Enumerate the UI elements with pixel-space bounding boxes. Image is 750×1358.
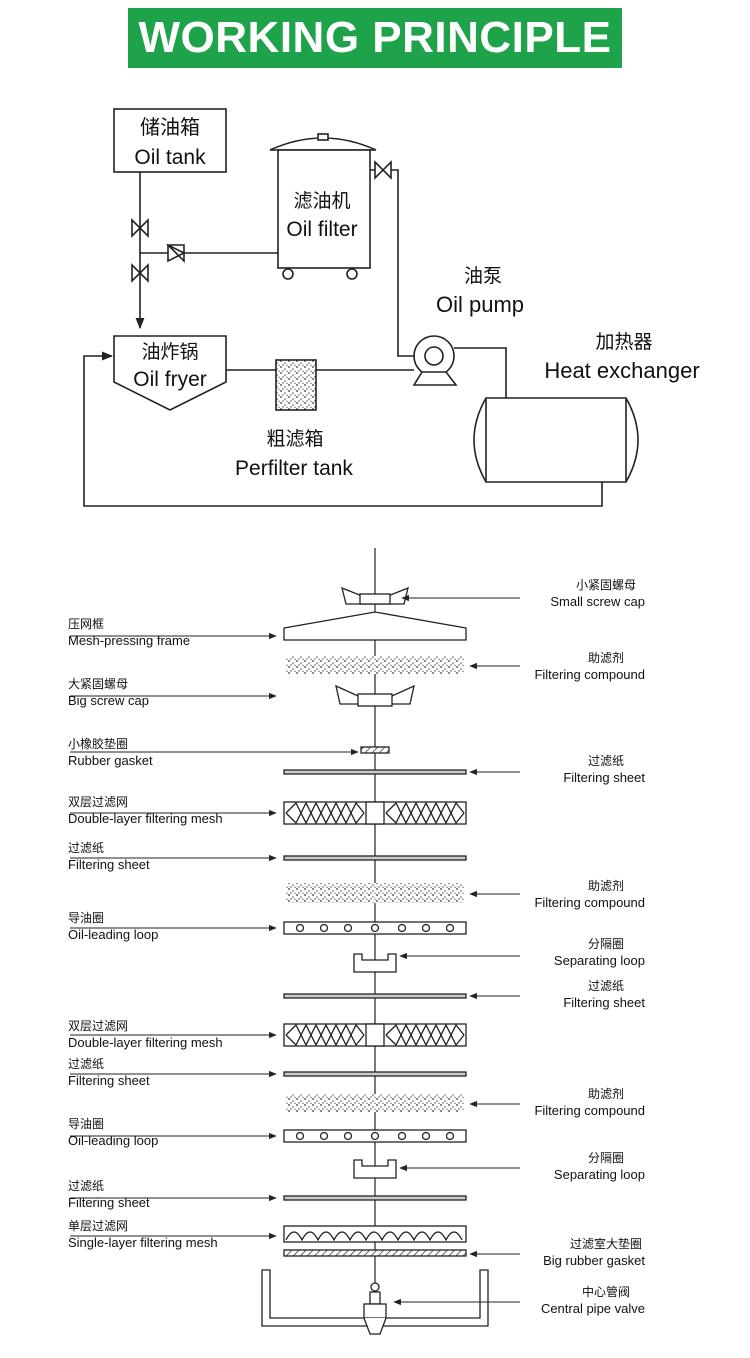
layer-label-en: Filtering compound: [534, 895, 645, 910]
perfilter-tank-zh: 粗滤箱: [266, 428, 323, 450]
layer-label-en: Big screw cap: [68, 693, 149, 708]
layer-label-zh: 过滤纸: [68, 1179, 104, 1193]
layer-label-zh: 导油圈: [68, 911, 104, 925]
layer-label-en: Double-layer filtering mesh: [68, 1035, 223, 1050]
layer-label-zh: 双层过滤网: [68, 1019, 128, 1033]
oil-leading-loop-part: [283, 1129, 467, 1143]
oil-filter-body: [277, 149, 371, 269]
layer-label-en: Big rubber gasket: [543, 1253, 645, 1268]
layer-label-en: Double-layer filtering mesh: [68, 811, 223, 826]
layer-label-zh: 双层过滤网: [68, 795, 128, 809]
layer-label-en: Rubber gasket: [68, 753, 153, 768]
layer-label-zh: 小橡胶垫圈: [68, 736, 128, 751]
layer-label-zh: 小紧固螺母: [576, 578, 636, 592]
layer-label-zh: 压网框: [68, 617, 104, 631]
oil-filter-zh: 滤油机: [293, 190, 350, 212]
valve-icon: [131, 263, 149, 283]
oil-tank-box: [113, 108, 227, 173]
layer-label-zh: 分隔圈: [588, 937, 624, 951]
oil-tank-zh: 储油箱: [140, 115, 200, 139]
oil-fryer-zh: 油炸锅: [141, 341, 198, 363]
filtering-sheet-part: [283, 769, 467, 775]
filtering-compound-part: [286, 656, 464, 674]
heat-exchanger-en: Heat exchanger: [544, 358, 699, 383]
filtering-sheet-part: [283, 855, 467, 861]
layer-label-zh: 中心管阀: [582, 1284, 630, 1299]
layer-label-zh: 助滤剂: [588, 650, 624, 665]
oil-filter-en: Oil filter: [286, 218, 357, 241]
layer-label-zh: 助滤剂: [588, 878, 624, 893]
perfilter-tank-box: [275, 359, 317, 411]
separating-loop-part: [353, 953, 397, 973]
layer-label-en: Separating loop: [554, 953, 645, 968]
filtering-compound-part: [286, 883, 464, 903]
layer-label-en: Filtering sheet: [68, 1195, 150, 1210]
flow-labels: 储油箱 Oil tank 滤油机 Oil filter 油泵 Oil pump …: [133, 115, 699, 480]
filtering-sheet-part: [283, 993, 467, 999]
layer-label-zh: 过滤纸: [68, 1057, 104, 1071]
oil-fryer-en: Oil fryer: [133, 368, 207, 391]
mesh-pressing-frame-part: [283, 611, 467, 641]
layer-label-en: Oil-leading loop: [68, 927, 158, 942]
layer-label-zh: 导油圈: [68, 1117, 104, 1131]
big-rubber-gasket-part: [283, 1249, 467, 1257]
double-layer-mesh-part: [283, 801, 467, 825]
leader-lines: [70, 594, 520, 1306]
filtering-sheet-part: [283, 1195, 467, 1201]
layer-label-en: Filtering compound: [534, 667, 645, 682]
layer-label-zh: 分隔圈: [588, 1151, 624, 1165]
layer-label-en: Filtering sheet: [68, 857, 150, 872]
layer-label-zh: 过滤纸: [588, 979, 624, 993]
layer-label-en: Filtering sheet: [68, 1073, 150, 1088]
layer-label-en: Oil-leading loop: [68, 1133, 158, 1148]
page-title: WORKING PRINCIPLE: [128, 8, 622, 68]
layer-label-en: Filtering compound: [534, 1103, 645, 1118]
layer-label-en: Small screw cap: [550, 594, 645, 609]
layer-label-en: Single-layer filtering mesh: [68, 1235, 218, 1250]
oil-tank-en: Oil tank: [134, 146, 206, 169]
stack-labels: 小紧固螺母 Small screw cap 压网框 Mesh-pressing fra…: [68, 578, 645, 1316]
filter-housing: [261, 1269, 489, 1327]
central-pipe-valve-part: [363, 1282, 387, 1335]
layer-label-zh: 过滤纸: [588, 754, 624, 768]
oil-pump-en: Oil pump: [436, 292, 524, 317]
layer-label-zh: 单层过滤网: [68, 1219, 128, 1233]
double-layer-mesh-part: [283, 1023, 467, 1047]
perfilter-tank-en: Perfilter tank: [235, 457, 353, 480]
layer-label-zh: 过滤纸: [68, 841, 104, 855]
layer-label-en: Filtering sheet: [563, 995, 645, 1010]
valve-icon: [131, 218, 149, 238]
filter-stack: [261, 548, 489, 1335]
layer-label-zh: 助滤剂: [588, 1086, 624, 1101]
heat-exchanger-tank: [473, 397, 639, 483]
rubber-gasket-part: [360, 746, 390, 754]
heat-exchanger-zh: 加热器: [595, 331, 652, 353]
single-layer-mesh-part: [283, 1225, 467, 1243]
oil-pump-zh: 油泵: [464, 265, 502, 287]
layer-label-en: Mesh-pressing frame: [68, 633, 190, 648]
filtering-compound-part: [286, 1094, 464, 1112]
valve-icon: [374, 160, 392, 180]
layer-label-zh: 大紧固螺母: [68, 677, 128, 691]
layer-label-zh: 过滤室大垫圈: [570, 1236, 642, 1251]
separating-loop-part: [353, 1159, 397, 1179]
valve-icon: [166, 243, 186, 263]
oil-fryer-shape: [113, 335, 227, 411]
layer-label-en: Filtering sheet: [563, 770, 645, 785]
flow-diagram: [83, 108, 639, 507]
layer-label-en: Central pipe valve: [541, 1301, 645, 1316]
filtering-sheet-part: [283, 1071, 467, 1077]
oil-leading-loop-part: [283, 921, 467, 935]
layer-label-en: Separating loop: [554, 1167, 645, 1182]
